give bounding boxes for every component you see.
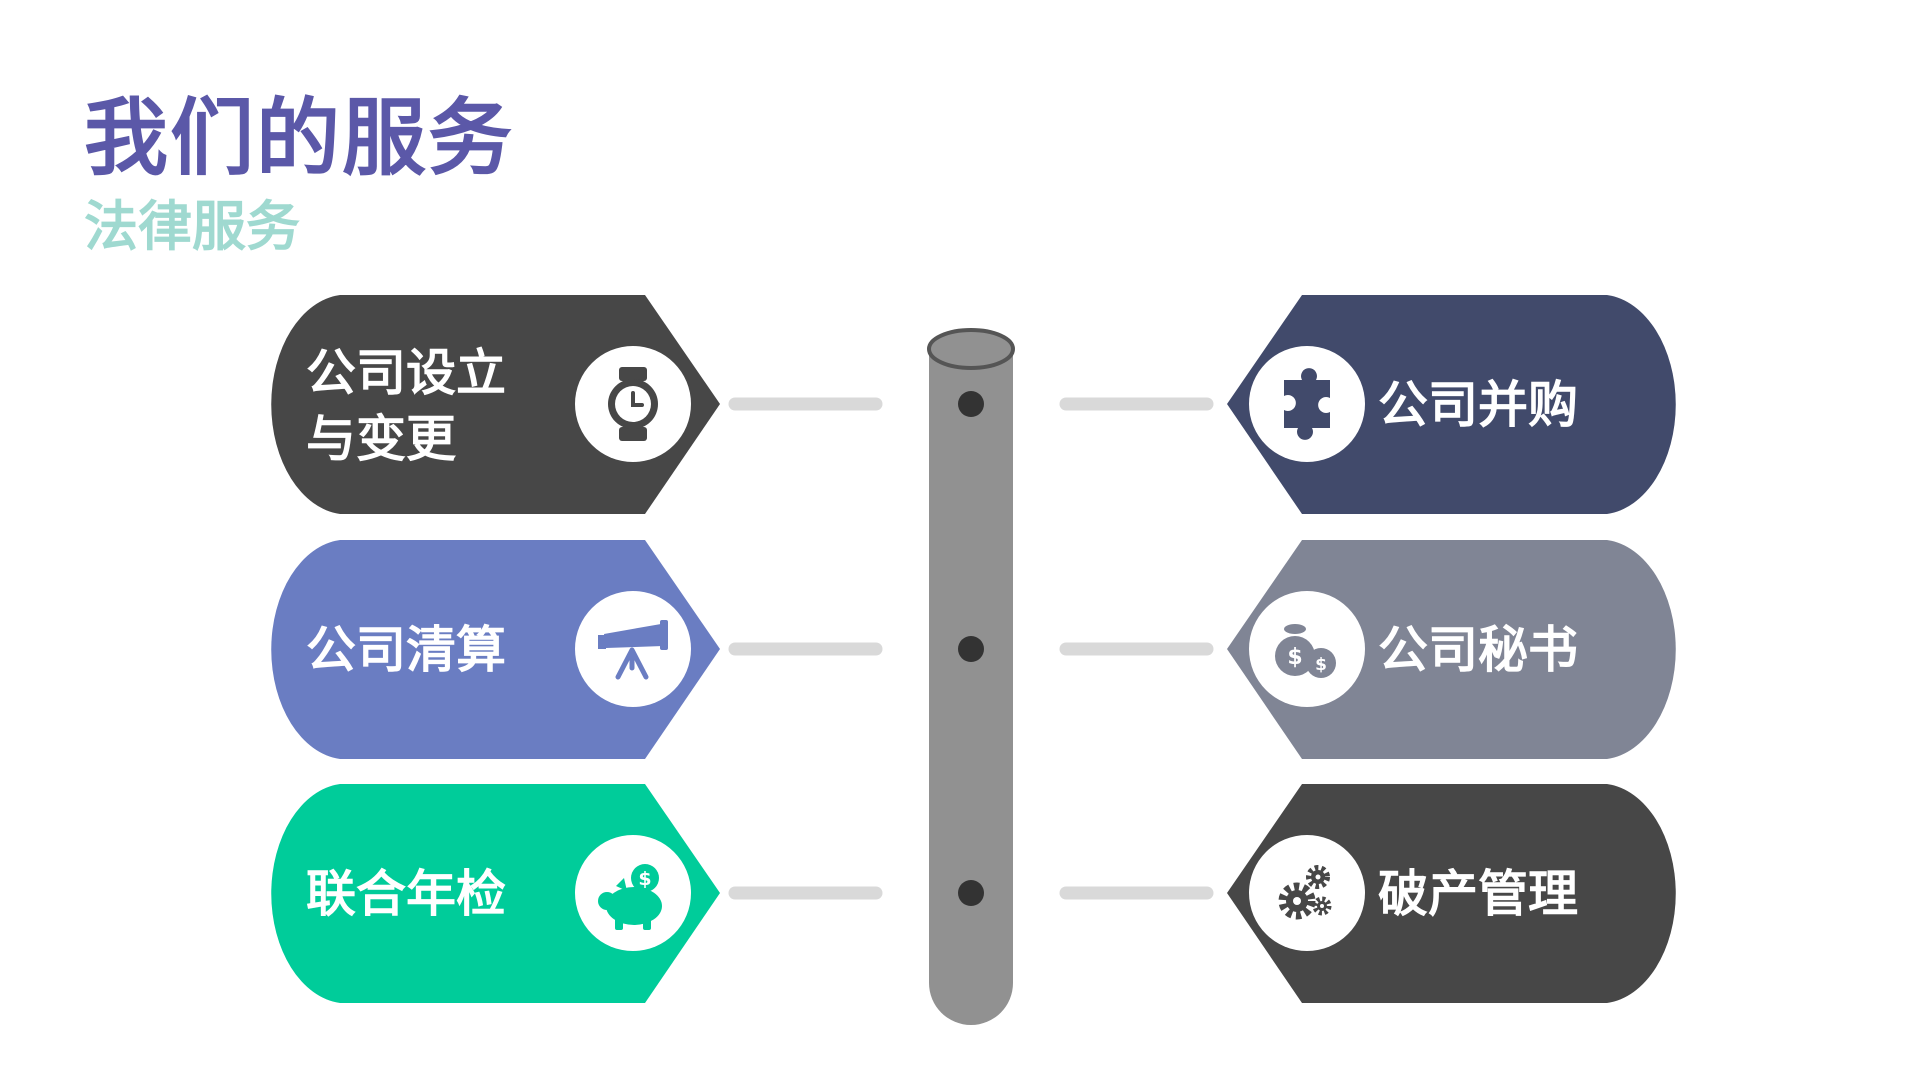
page-subtitle: 法律服务 [84,195,300,258]
money-bags-icon: $ $ [1275,624,1336,678]
card-shape [271,784,720,1003]
pillar-top-cap [927,328,1015,370]
page-title: 我们的服务 [84,89,515,187]
card-shape [1227,784,1676,1003]
service-card-joint-annual-inspection[interactable]: $ 联合年检 [271,784,720,1003]
service-label-line1: 破产管理 [1378,865,1578,923]
card-shape [271,295,720,514]
telescope-icon [598,620,668,680]
svg-text:$: $ [1287,645,1302,670]
card-shape [1227,540,1676,759]
service-label-line1: 公司并购 [1378,376,1578,434]
card-shape [271,540,720,759]
service-label-line1: 联合年检 [306,865,506,923]
svg-text:$: $ [1315,655,1327,675]
piggy-bank-icon: $ [598,864,662,930]
service-card-bankruptcy-management[interactable]: 破产管理 [1227,784,1676,1003]
pillar-body [929,349,1013,1025]
pillar-dot-1 [958,391,984,417]
pillar-dot-3 [958,880,984,906]
watch-icon [608,367,658,441]
service-label-line1: 公司秘书 [1378,621,1578,679]
icon-circle [1249,835,1365,951]
service-label-line1: 公司设立 [306,344,506,402]
service-label-line1: 公司清算 [306,621,506,679]
connectors [728,397,1214,900]
service-label-line2: 与变更 [306,410,457,468]
central-pillar [927,328,1015,1025]
puzzle-icon [1284,368,1330,440]
service-card-company-liquidation[interactable]: 公司清算 [271,540,720,759]
pillar-dot-2 [958,636,984,662]
service-card-mergers-acquisitions[interactable]: 公司并购 [1227,295,1676,514]
gears-icon [1278,865,1332,920]
service-card-company-secretary[interactable]: $ $ 公司秘书 [1227,540,1676,759]
svg-text:$: $ [638,868,651,890]
card-shape [1227,295,1676,514]
service-card-company-setup[interactable]: 公司设立 与变更 [271,295,720,514]
